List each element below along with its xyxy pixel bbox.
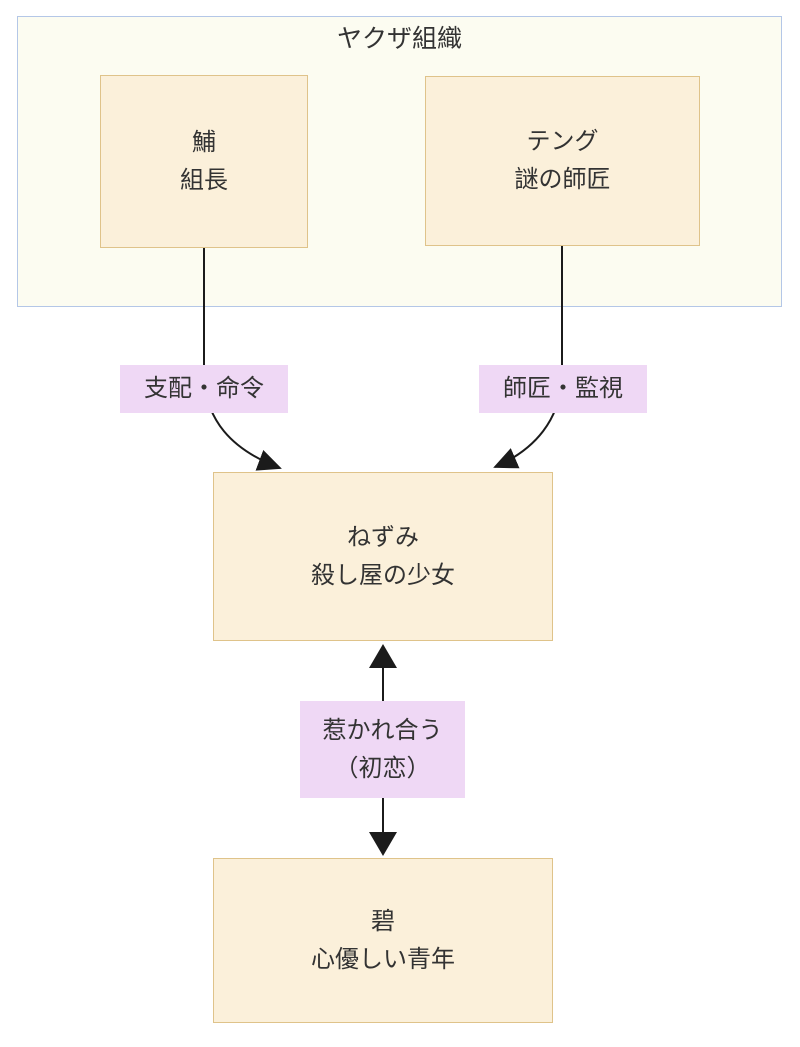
- cluster-title: ヤクザ組織: [336, 25, 462, 53]
- node-aoi-role: 心優しい青年: [311, 945, 455, 973]
- arrowhead-up-icon: [369, 644, 397, 668]
- edge-buna-to-nezumi: [203, 248, 282, 471]
- edge-label-mutual-attraction-line2: （初恋）: [334, 754, 431, 782]
- node-buna-role: 組長: [180, 166, 228, 194]
- node-nezumi: ねずみ 殺し屋の少女: [213, 472, 553, 641]
- edge-label-mentor-surveillance-text: 師匠・監視: [503, 375, 623, 402]
- node-tengu-name: テング: [526, 128, 599, 155]
- node-buna: 鯆 組長: [100, 75, 308, 248]
- edge-label-control-command-text: 支配・命令: [144, 375, 264, 402]
- node-aoi: 碧 心優しい青年: [213, 858, 553, 1023]
- node-aoi-name: 碧: [371, 907, 395, 935]
- edge-tengu-to-nezumi: [493, 246, 563, 469]
- node-nezumi-role: 殺し屋の少女: [311, 561, 455, 589]
- node-tengu-role: 謎の師匠: [514, 166, 611, 193]
- node-buna-name: 鯆: [192, 128, 216, 156]
- node-nezumi-name: ねずみ: [347, 523, 419, 551]
- node-tengu: テング 謎の師匠: [425, 76, 700, 246]
- edge-label-mentor-surveillance: 師匠・監視: [479, 365, 647, 413]
- edge-label-control-command: 支配・命令: [120, 365, 288, 413]
- arrowhead-down-icon: [369, 832, 397, 856]
- edge-label-mutual-attraction: 惹かれ合う （初恋）: [300, 701, 465, 798]
- edge-label-mutual-attraction-line1: 惹かれ合う: [322, 716, 443, 744]
